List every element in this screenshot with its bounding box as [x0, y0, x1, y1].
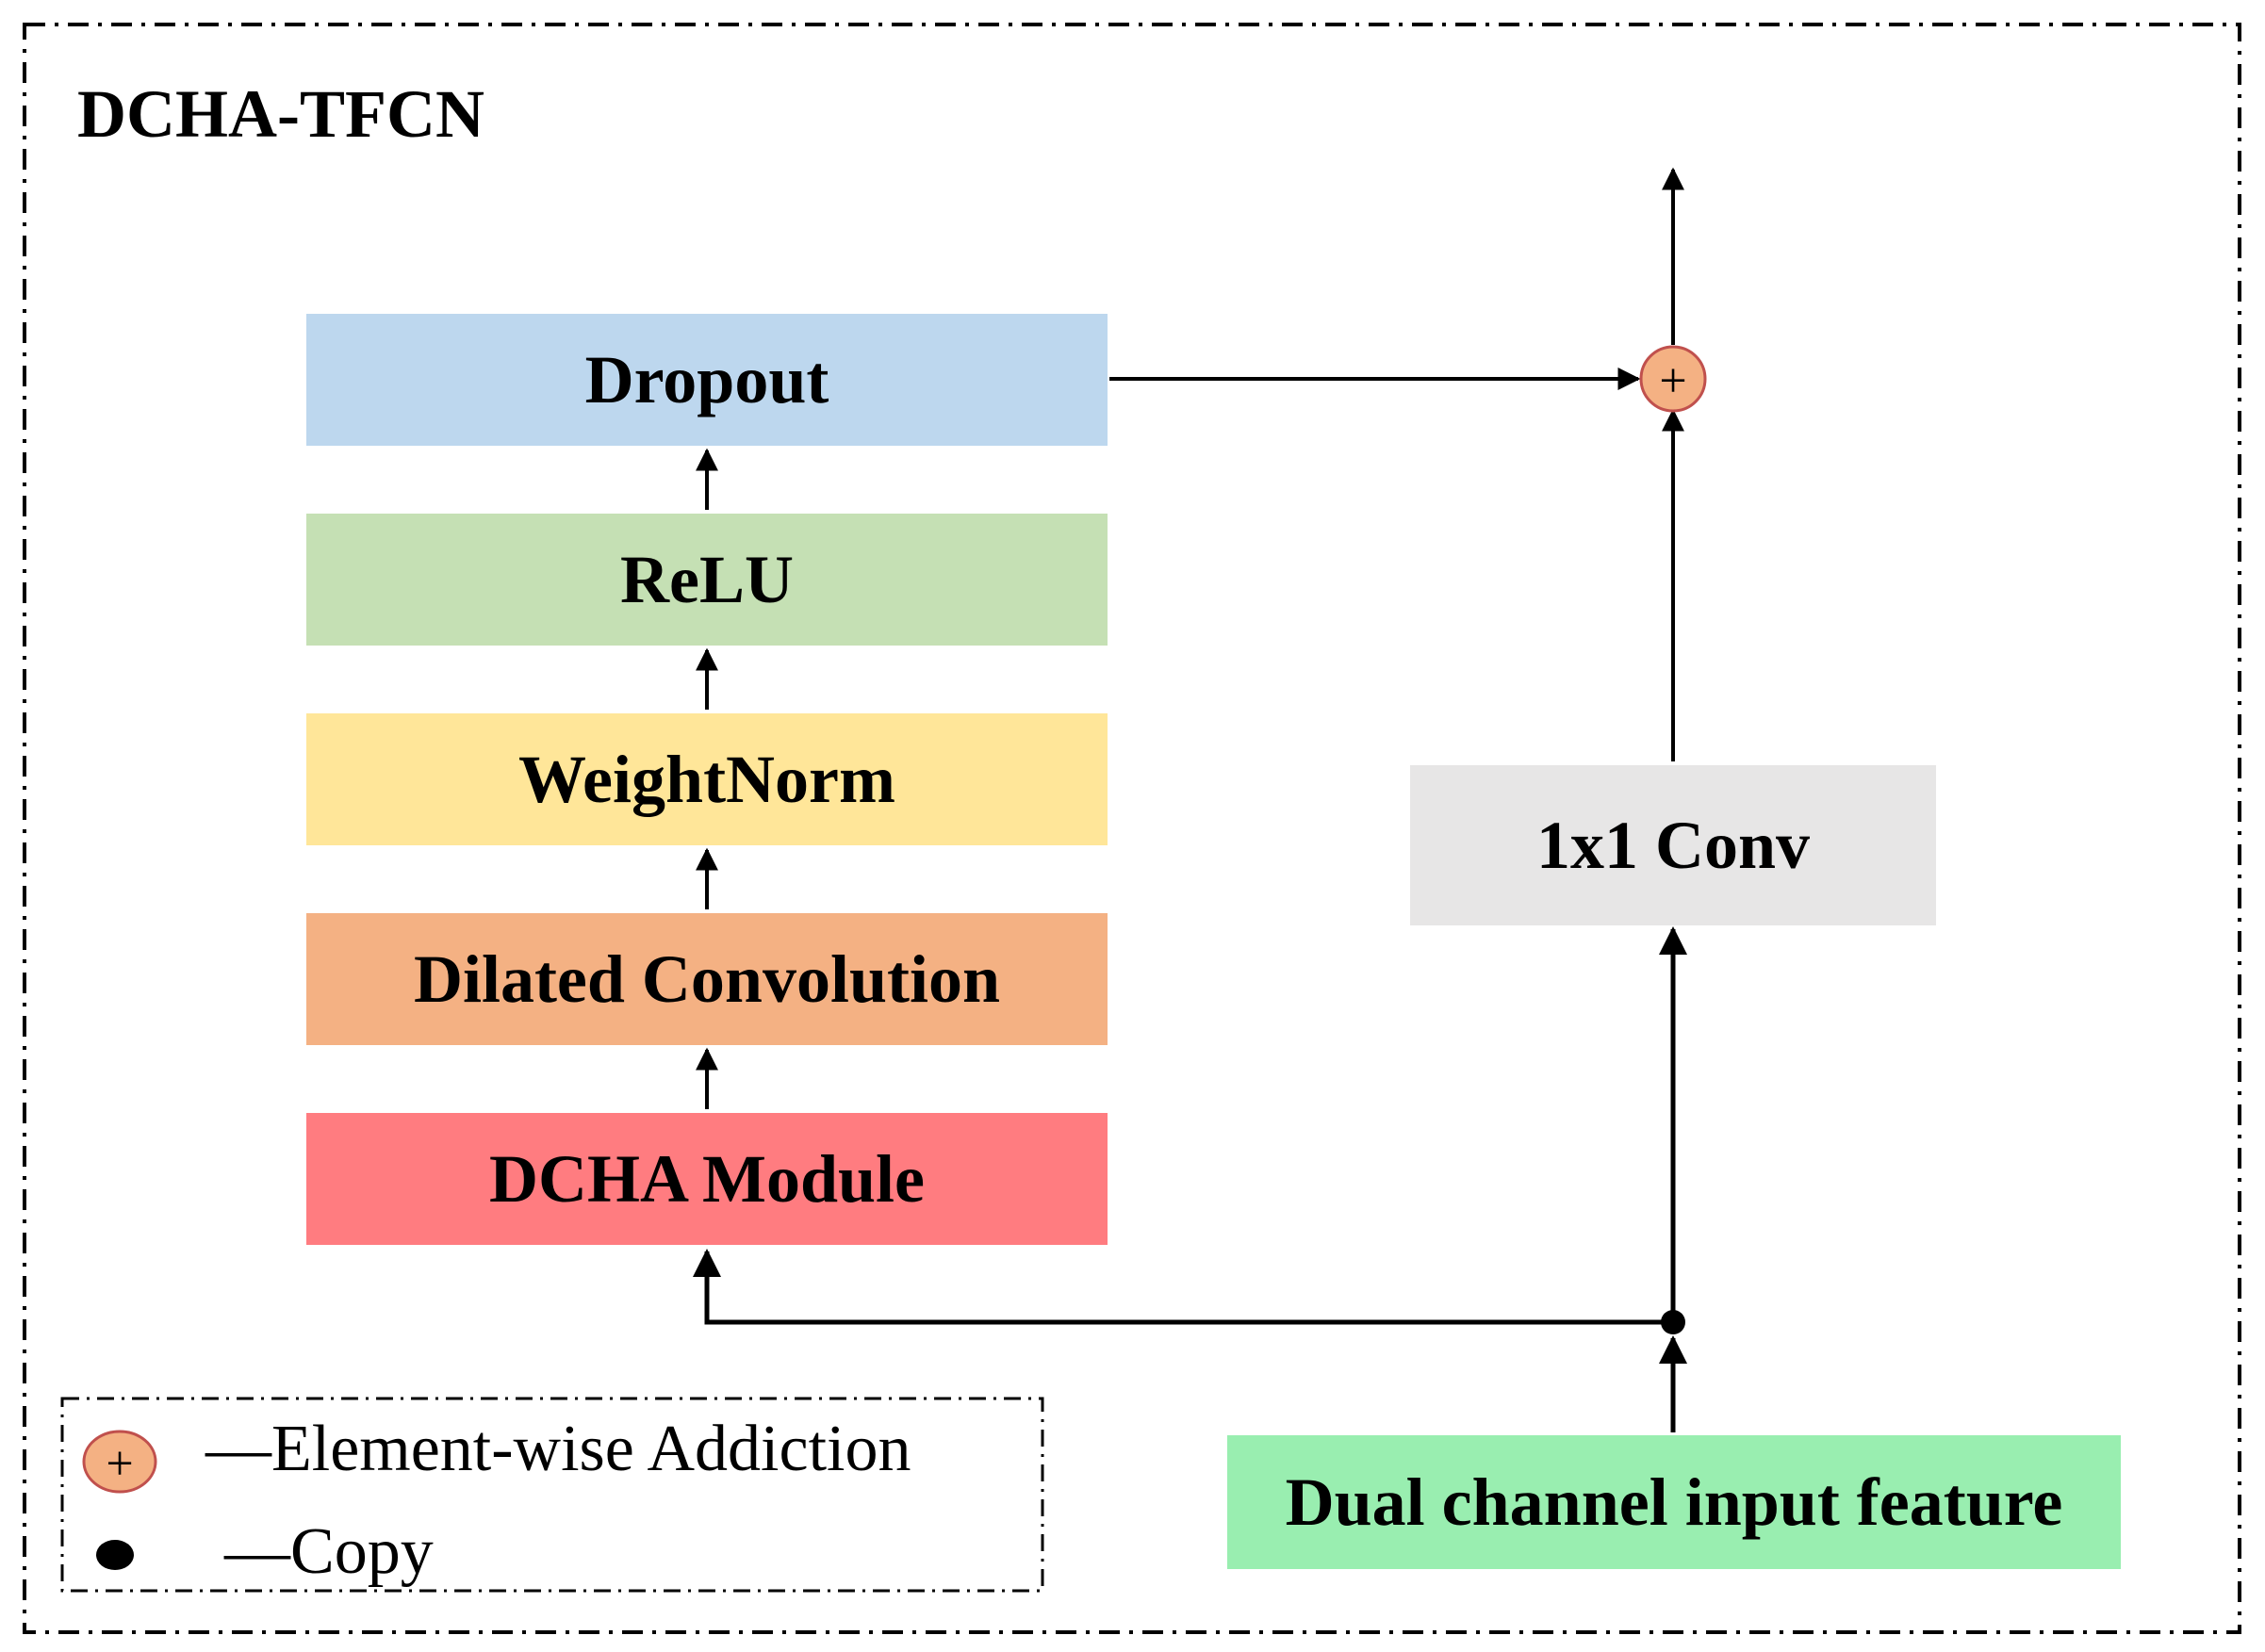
legend-frame [60, 1397, 1044, 1593]
legend-adder-icon: + [82, 1430, 157, 1494]
diagram-title: DCHA-TFCN [77, 76, 484, 152]
outer-frame [23, 23, 2241, 1634]
conv-1x1-block: 1x1 Conv [1410, 765, 1936, 925]
svg-text:+: + [1659, 354, 1686, 408]
input-feature-block: Dual channel input feature [1227, 1435, 2121, 1569]
relu-block: ReLU [306, 514, 1108, 646]
arrow-copy-to-dcha [693, 1249, 1673, 1325]
dropout-block: Dropout [306, 314, 1108, 446]
svg-text:+: + [106, 1437, 133, 1491]
adder-node: + [1639, 345, 1707, 413]
legend-copy-icon [96, 1540, 134, 1570]
legend-copy-label: —Copy [224, 1515, 434, 1588]
legend-addition-label: —Element-wise Addiction [205, 1413, 911, 1485]
copy-node [1661, 1310, 1685, 1334]
dilated-convolution-block: Dilated Convolution [306, 913, 1108, 1045]
weightnorm-block: WeightNorm [306, 713, 1108, 845]
dcha-module-block: DCHA Module [306, 1113, 1108, 1245]
